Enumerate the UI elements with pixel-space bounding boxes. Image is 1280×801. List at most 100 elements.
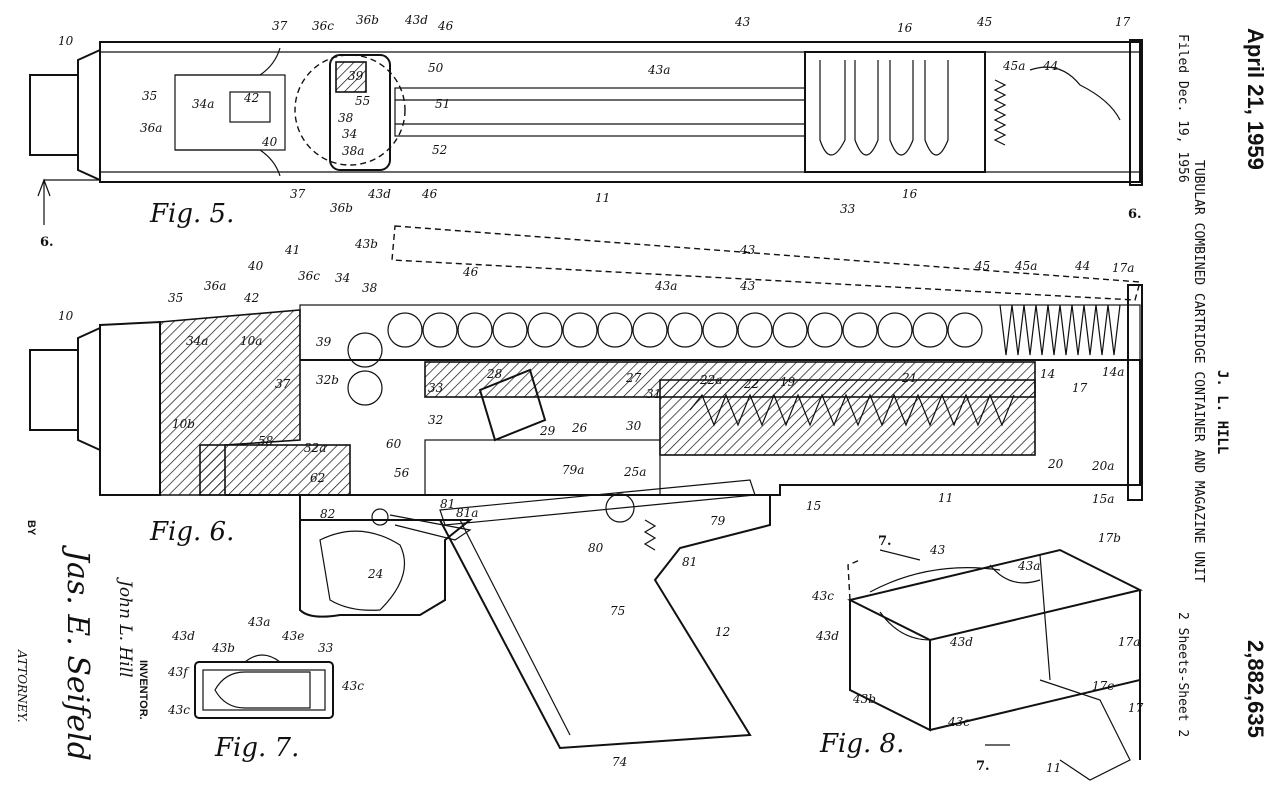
ref-label: 38 (362, 281, 378, 295)
ref-label: 10 (58, 34, 74, 48)
ref-label: 43c (811, 589, 834, 603)
ref-label: 19 (780, 375, 796, 389)
ref-label: 34 (335, 271, 350, 285)
ref-label: 62 (310, 471, 325, 485)
figure-5-drawing (29, 39, 1143, 225)
inventor-heading: J. L. HILL (1214, 370, 1230, 455)
ref-label: 34a (186, 334, 208, 348)
ref-label: 25a (623, 465, 646, 479)
patent-date: April 21, 1959 (1243, 28, 1268, 170)
figure-8-drawing (847, 548, 1143, 781)
figure-7-caption: Fig. 7. (214, 733, 299, 763)
ref-label: 34 (342, 127, 357, 141)
ref-label: 39 (316, 335, 332, 349)
ref-label: 36c (312, 19, 334, 33)
ref-label: 45 (974, 259, 990, 273)
ref-label: 43c (947, 715, 970, 729)
ref-label: 55 (355, 94, 370, 108)
ref-label: 44 (1074, 259, 1090, 273)
ref-label: 58 (258, 434, 274, 448)
ref-label: 17 (1128, 701, 1144, 715)
ref-label: 43a (654, 279, 677, 293)
patent-number: 2,882,635 (1243, 640, 1268, 738)
ref-label: 43a (1017, 559, 1040, 573)
ref-label: 75 (610, 604, 625, 618)
ref-label: 15a (1092, 492, 1114, 506)
ref-label: 74 (612, 755, 627, 769)
ref-label: 29 (539, 424, 556, 438)
figure-6-labels: 43b 43 41 40 46 36c 34 38 43a 43 45 45a … (58, 237, 1134, 769)
ref-label: 42 (243, 91, 259, 105)
ref-label: 10 (58, 309, 74, 323)
ref-label: 81 (440, 497, 455, 511)
ref-label: 26 (571, 421, 588, 435)
ref-label: 11 (595, 191, 610, 205)
ref-label: 17 (1115, 15, 1131, 29)
section-mark-6-left: 6. (40, 235, 54, 250)
figure-5-labels: 10 37 36c 36b 43d 46 43 16 45 17 43a 45a… (58, 13, 1131, 216)
ref-label: 81a (456, 506, 478, 520)
ref-label: 82 (320, 507, 335, 521)
ref-label: 39 (348, 69, 364, 83)
ref-label: 43d (171, 629, 195, 643)
by-label: BY (25, 520, 37, 536)
attorney-signature: Jas. E. Seifeld (60, 544, 95, 761)
ref-label: 27 (625, 371, 642, 385)
ref-label: 35 (168, 291, 183, 305)
ref-label: 33 (840, 202, 856, 216)
ref-label: 46 (462, 265, 479, 279)
figure-7-drawing (194, 654, 334, 719)
ref-label: 43 (734, 15, 751, 29)
signature-block: BY INVENTOR. John L. Hill Jas. E. Seifel… (15, 520, 149, 761)
ref-label: 21 (901, 371, 917, 385)
ref-label: 43d (367, 187, 391, 201)
ref-label: 43 (929, 543, 946, 557)
ref-label: 32b (316, 373, 339, 387)
ref-label: 41 (284, 243, 300, 257)
figure-7-labels: 43d 43b 43a 43e 33 43f 43c 43c (167, 615, 364, 717)
ref-label: 37 (272, 19, 288, 33)
ref-label: 22a (699, 373, 722, 387)
ref-label: 32 (428, 413, 443, 427)
figure-8-labels: 43 17b 43a 43c 43d 43d 17a 43b 17c 43c 1… (811, 531, 1144, 775)
ref-label: 43 (739, 279, 756, 293)
ref-label: 80 (588, 541, 604, 555)
patent-title: TUBULAR COMBINED CARTRIDGE CONTAINER AND… (1191, 160, 1206, 583)
ref-label: 16 (897, 21, 913, 35)
ref-label: 20a (1091, 459, 1114, 473)
ref-label: 44 (1042, 59, 1058, 73)
ref-label: 36b (356, 13, 379, 27)
ref-label: 17a (1112, 261, 1134, 275)
ref-label: 38a (342, 144, 364, 158)
ref-label: 31 (646, 387, 661, 401)
ref-label: 10a (240, 334, 262, 348)
ref-label: 36a (140, 121, 162, 135)
ref-label: 22 (743, 377, 759, 391)
ref-label: 51 (435, 97, 450, 111)
ref-label: 38 (338, 111, 354, 125)
ref-label: 17b (1098, 531, 1121, 545)
ref-label: 16 (902, 187, 918, 201)
ref-label: 42 (243, 291, 259, 305)
section-mark-7-top: 7. (878, 534, 892, 549)
ref-label: 12 (715, 625, 730, 639)
ref-label: 33 (318, 641, 334, 655)
ref-label: 14a (1102, 365, 1124, 379)
ref-label: 10b (172, 417, 195, 431)
filed-date: Filed Dec. 19, 1956 (1175, 34, 1190, 183)
inventor-label: INVENTOR. (137, 660, 149, 720)
figure-5-caption: Fig. 5. (149, 199, 234, 229)
ref-label: 56 (394, 466, 410, 480)
ref-label: 45a (1002, 59, 1025, 73)
ref-label: 45a (1014, 259, 1037, 273)
ref-label: 45 (976, 15, 992, 29)
ref-label: 40 (261, 135, 278, 149)
figure-6-drawing (29, 225, 1143, 750)
ref-label: 32a (304, 441, 326, 455)
figure-8-caption: Fig. 8. (819, 729, 904, 759)
ref-label: 43 (739, 243, 756, 257)
ref-label: 33 (428, 381, 444, 395)
ref-label: 36a (204, 279, 226, 293)
ref-label: 17 (1072, 381, 1088, 395)
